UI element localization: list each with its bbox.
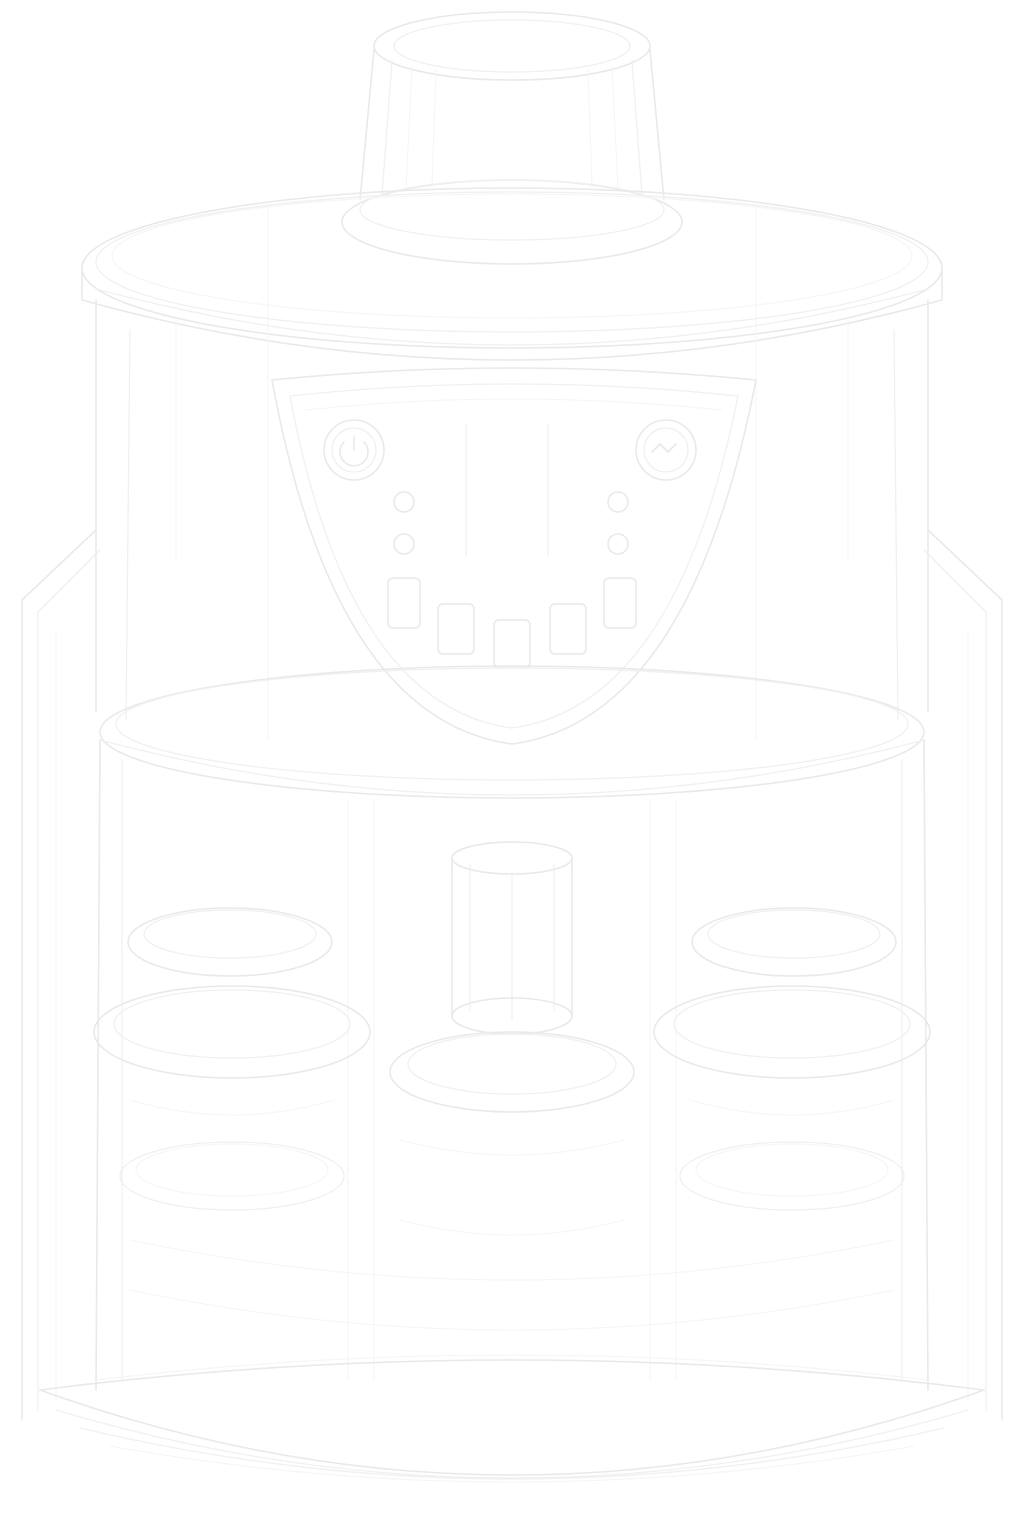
lower-body — [95, 739, 929, 1391]
pod — [127, 907, 333, 977]
panel-key[interactable] — [387, 577, 421, 629]
indicator-light — [393, 491, 415, 513]
pod — [389, 1031, 635, 1113]
mode-icon — [651, 443, 677, 453]
panel-keys — [387, 577, 637, 669]
indicator-light — [393, 533, 415, 555]
power-icon — [339, 435, 369, 467]
pod — [679, 1141, 905, 1211]
panel-key[interactable] — [493, 619, 531, 669]
indicator-light — [607, 491, 629, 513]
panel-key[interactable] — [549, 603, 587, 655]
pod — [691, 907, 897, 977]
control-panel — [271, 367, 757, 745]
panel-key[interactable] — [437, 603, 475, 655]
panel-key[interactable] — [603, 577, 637, 629]
panel-grooves — [465, 423, 549, 557]
pod — [93, 985, 371, 1079]
indicator-light — [607, 533, 629, 555]
waist-ring — [99, 665, 925, 799]
upper-lid — [81, 187, 943, 361]
top-spout — [341, 11, 683, 265]
indicator-lights — [393, 491, 629, 555]
mode-button[interactable] — [635, 419, 697, 481]
base — [39, 1354, 985, 1483]
side-wings — [21, 529, 1003, 1421]
power-button[interactable] — [323, 419, 385, 481]
upper-body — [95, 199, 929, 741]
pod — [653, 985, 931, 1079]
center-cylinder — [451, 841, 573, 1035]
pod — [119, 1141, 345, 1211]
pods — [93, 907, 931, 1211]
lower-curves — [129, 1099, 895, 1331]
